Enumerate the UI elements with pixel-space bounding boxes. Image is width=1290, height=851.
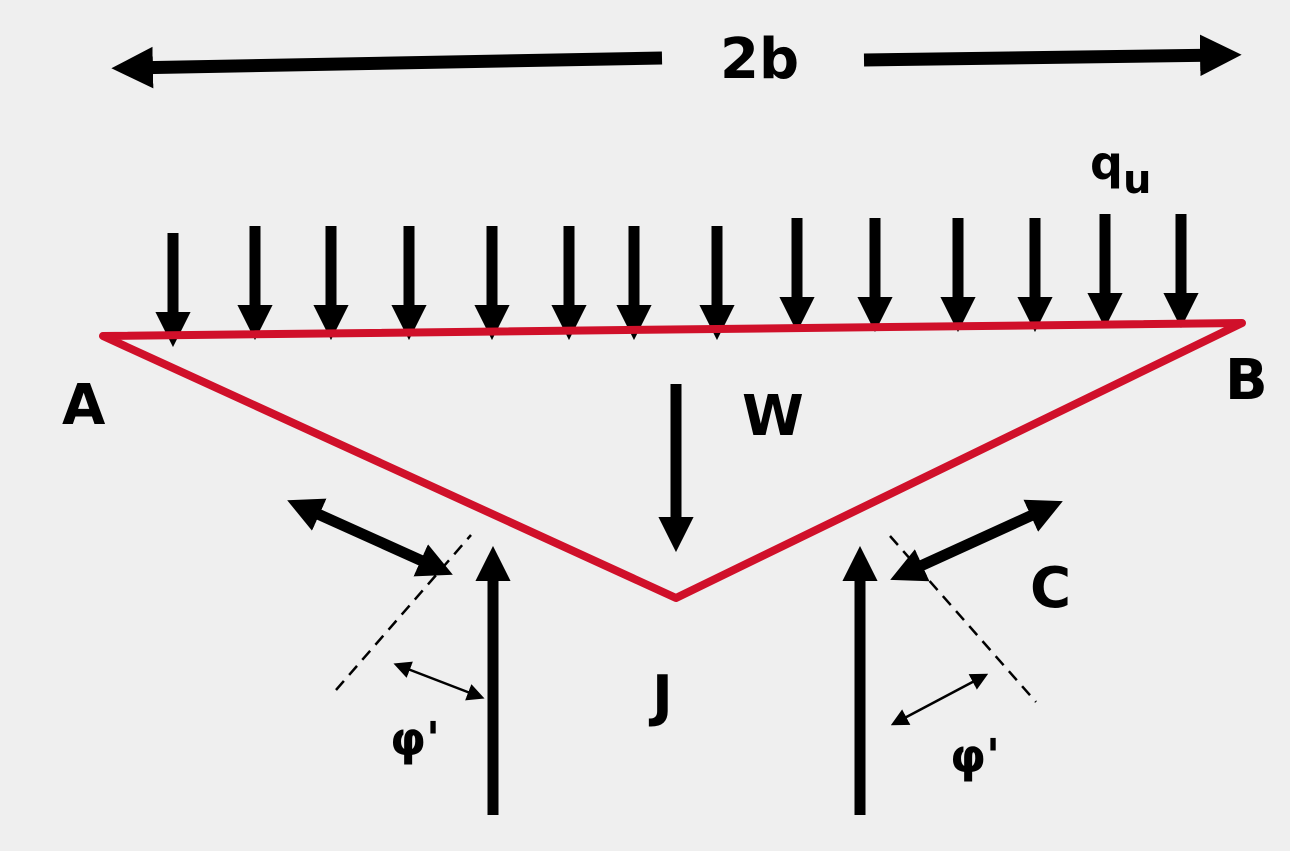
load-symbol: q <box>1090 136 1123 190</box>
point-j-label: J <box>652 664 673 729</box>
weight-label: W <box>742 384 804 449</box>
right-cohesion-arrow <box>890 499 1063 582</box>
left-angle-label: φ' <box>390 712 441 766</box>
distributed-load-arrows <box>155 214 1199 348</box>
point-c-label: C <box>1030 556 1072 621</box>
width-arrow-right <box>863 34 1242 77</box>
point-b-label: B <box>1225 348 1268 413</box>
right-angle-arrow <box>890 673 989 726</box>
right-angle-label: φ' <box>950 729 1001 783</box>
load-subscript: u <box>1122 157 1152 203</box>
width-arrow-left <box>111 46 663 89</box>
right-normal-line <box>889 535 1037 703</box>
left-normal-line <box>335 534 472 691</box>
left-angle-arrow <box>393 661 485 701</box>
failure-wedge <box>99 319 1246 602</box>
left-cohesion-arrow <box>287 498 453 577</box>
width-label: 2b <box>720 27 800 92</box>
load-label: qu <box>1090 140 1151 200</box>
point-a-label: A <box>62 373 106 438</box>
